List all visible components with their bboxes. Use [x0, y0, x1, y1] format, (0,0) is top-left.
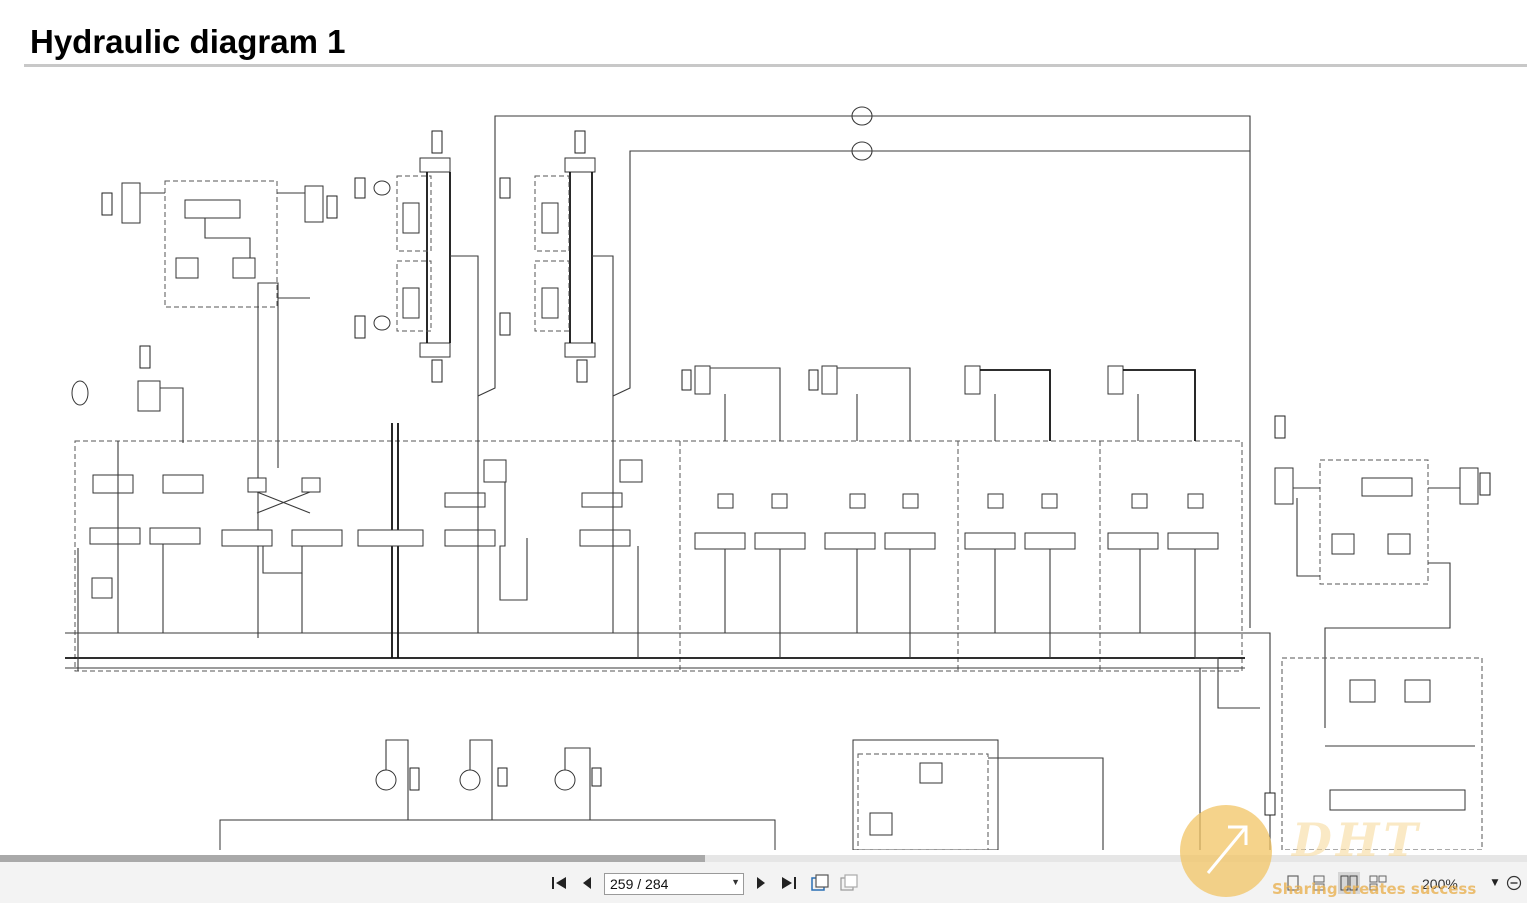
page-number-input[interactable]: 259 / 284 ▼ [604, 873, 744, 895]
continuous-view-icon[interactable] [1308, 872, 1330, 894]
title-divider [24, 64, 1527, 67]
zoom-out-icon[interactable] [1503, 872, 1525, 894]
fit-page-icon[interactable] [838, 872, 860, 894]
last-page-icon[interactable] [778, 872, 800, 894]
cylinder-block-2 [499, 130, 614, 398]
valve-section-5 [579, 398, 643, 658]
upper-supply-lines [477, 106, 1251, 628]
page-indicator-text: 259 / 284 [610, 876, 669, 892]
hydraulic-schematic [65, 106, 1491, 850]
two-page-continuous-icon[interactable] [1367, 872, 1389, 894]
valve-section-6 [681, 365, 806, 658]
valve-section-1 [71, 345, 204, 633]
horizontal-scrollbar[interactable] [0, 855, 1527, 862]
scrollbar-thumb[interactable] [0, 855, 705, 862]
page-dropdown-icon[interactable]: ▼ [731, 877, 740, 887]
valve-section-8 [964, 365, 1076, 658]
valve-section-2 [221, 477, 343, 633]
page-title: Hydraulic diagram 1 [30, 23, 346, 60]
fit-width-icon[interactable] [809, 872, 831, 894]
two-page-view-icon[interactable] [1338, 872, 1360, 894]
lower-center-block [852, 668, 1201, 850]
valve-section-4 [444, 398, 528, 633]
right-valve-block [1195, 415, 1491, 850]
zoom-level[interactable]: 200% [1422, 876, 1458, 892]
first-page-icon[interactable] [548, 872, 570, 894]
lower-pump-group [219, 739, 776, 850]
valve-section-3 [357, 423, 424, 658]
lower-right-block [1195, 657, 1483, 850]
zoom-dropdown-icon[interactable]: ▼ [1491, 878, 1499, 888]
valve-section-7 [808, 365, 936, 658]
next-page-icon[interactable] [750, 872, 772, 894]
previous-page-icon[interactable] [576, 872, 598, 894]
upper-left-valve-block [101, 180, 338, 638]
valve-section-9 [1107, 365, 1219, 658]
cylinder-block-1 [354, 130, 479, 398]
main-valve-bank [65, 440, 1245, 672]
single-page-view-icon[interactable] [1282, 872, 1304, 894]
viewer-toolbar: 259 / 284 ▼ 200% ▼ [0, 862, 1527, 903]
